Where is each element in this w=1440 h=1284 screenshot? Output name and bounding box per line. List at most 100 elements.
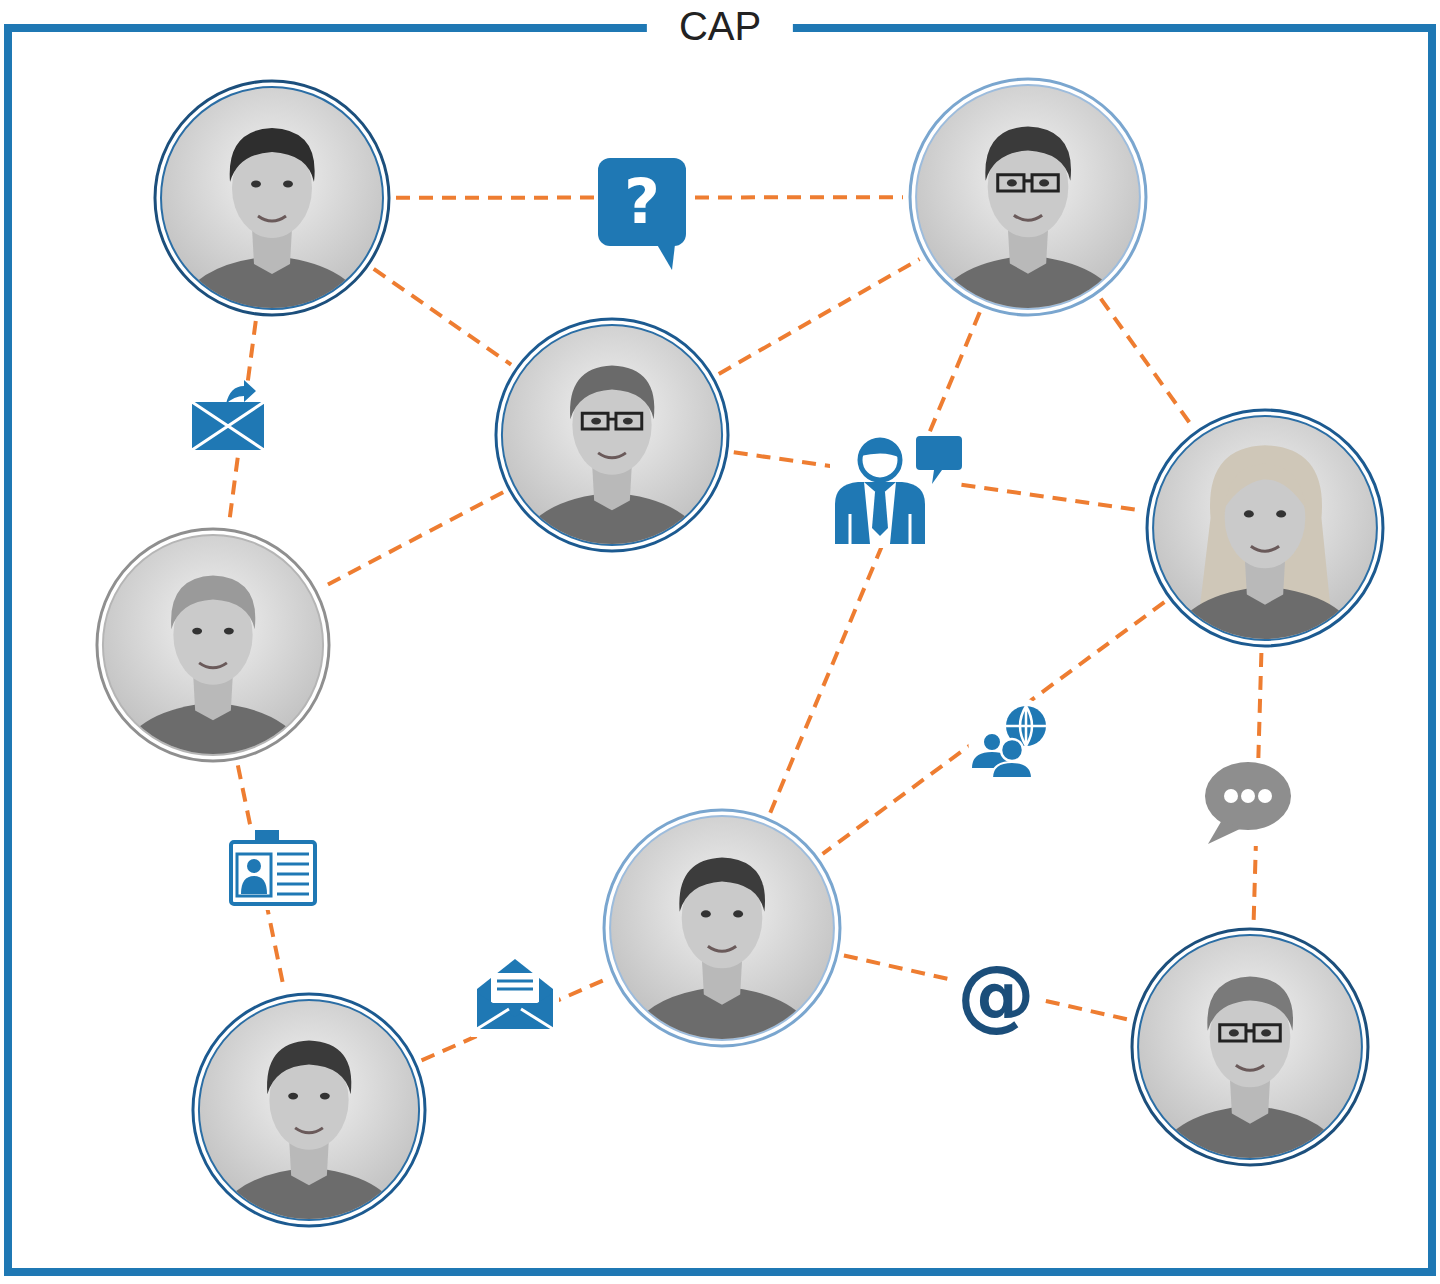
person-circle	[601, 807, 843, 1049]
portrait	[172, 128, 372, 318]
speaker-hair	[860, 439, 900, 458]
eye	[623, 418, 633, 425]
person-circle	[190, 991, 428, 1229]
portrait	[114, 576, 312, 764]
frame-title: CAP	[647, 2, 793, 50]
eye	[192, 628, 202, 635]
eye	[591, 418, 601, 425]
icon-patch	[968, 696, 1056, 784]
eye	[1244, 510, 1254, 517]
eye	[288, 1093, 298, 1100]
envelope-front	[477, 993, 553, 1029]
speaker-tie	[872, 492, 888, 536]
speaker-arms	[850, 514, 910, 544]
card-head	[247, 859, 261, 873]
chat-dot	[1224, 789, 1238, 803]
dashed-connector	[322, 492, 503, 587]
mouth	[598, 453, 626, 458]
portrait	[927, 126, 1129, 318]
hair	[985, 126, 1071, 180]
eye	[701, 910, 711, 917]
long-hair	[1198, 445, 1331, 618]
hair	[230, 128, 315, 182]
envelope-letter	[491, 973, 539, 1003]
mouth	[1236, 1065, 1264, 1070]
person-photo	[907, 76, 1149, 318]
person-circle	[907, 76, 1149, 318]
eye	[1007, 179, 1017, 186]
glasses	[998, 175, 1059, 191]
chat-icon	[1200, 758, 1296, 846]
mouth	[199, 663, 227, 668]
portrait	[210, 1041, 408, 1229]
person-head	[1001, 739, 1023, 761]
person-photo	[601, 807, 843, 1049]
eye	[1039, 179, 1049, 186]
person-photo	[1144, 407, 1386, 649]
person-photo	[94, 526, 332, 764]
hair	[1225, 463, 1306, 507]
edge-label: @	[951, 955, 1041, 1033]
eye	[251, 181, 261, 188]
card-clip	[255, 830, 279, 844]
mail-forward-icon	[186, 380, 270, 454]
icon-patch	[1200, 758, 1296, 846]
hair	[267, 1041, 351, 1095]
eye	[283, 181, 293, 188]
person-head	[983, 733, 1001, 751]
card-lines	[277, 854, 309, 894]
person-circle	[493, 316, 731, 554]
icon-patch	[471, 953, 559, 1037]
eye	[1276, 510, 1286, 517]
dashed-connector	[1101, 299, 1192, 427]
eye	[224, 628, 234, 635]
mouth	[295, 1128, 323, 1133]
mouth	[258, 216, 286, 221]
network-icon	[968, 696, 1056, 784]
card-body	[231, 842, 315, 904]
glasses	[1220, 1025, 1281, 1041]
envelope-body	[477, 959, 553, 1029]
eye	[1229, 1029, 1239, 1036]
person-photo	[152, 78, 392, 318]
person-circle	[152, 78, 392, 318]
person-circle	[1144, 407, 1386, 649]
person-photo	[190, 991, 428, 1229]
eye	[733, 910, 743, 917]
forward-arrow	[226, 380, 256, 404]
person-photo	[1129, 926, 1371, 1168]
speaker-head	[860, 440, 900, 480]
dashed-connector	[374, 269, 511, 365]
mouth	[708, 946, 736, 951]
open-mail-icon	[471, 953, 559, 1037]
hair	[1207, 976, 1293, 1030]
group-frame: CAP	[4, 24, 1436, 1276]
portrait	[621, 857, 823, 1049]
hair	[570, 366, 654, 420]
id-card-icon	[227, 826, 319, 910]
portrait	[1164, 445, 1366, 649]
mouth	[1251, 546, 1279, 551]
chat-tail	[1208, 820, 1242, 844]
hair	[679, 857, 765, 911]
chat-dot	[1241, 789, 1255, 803]
chat-dot	[1258, 789, 1272, 803]
letter-lines	[497, 981, 533, 989]
speech-bubble	[916, 436, 962, 484]
question-bubble: ?	[598, 158, 686, 246]
chat-bubble	[1205, 762, 1291, 830]
speaker-shirt	[864, 482, 896, 544]
dashed-connector	[823, 602, 1165, 854]
envelope-lines	[192, 402, 264, 450]
dashed-connector	[719, 259, 920, 374]
eye	[1261, 1029, 1271, 1036]
speaker-icon	[830, 436, 962, 548]
card-photo	[237, 854, 271, 896]
person-photo	[493, 316, 731, 554]
person-circle	[1129, 926, 1371, 1168]
envelope-body	[192, 402, 264, 450]
card-shoulders	[241, 876, 267, 894]
hair	[171, 576, 255, 630]
dashed-connector	[770, 312, 979, 812]
